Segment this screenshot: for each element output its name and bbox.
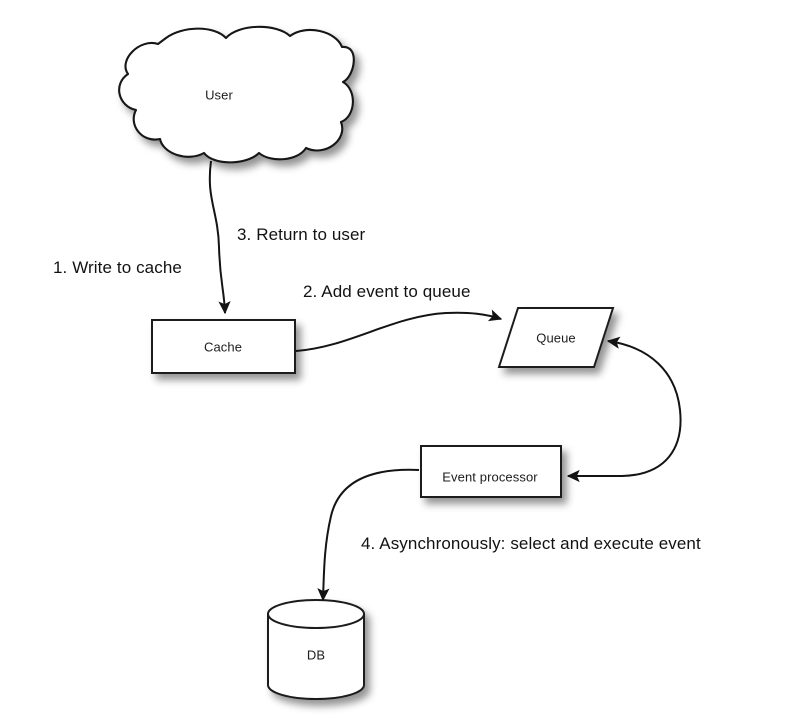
db-cylinder-top bbox=[267, 599, 365, 629]
edge-label-write-to-cache: 1. Write to cache bbox=[53, 258, 182, 277]
edge-cache-to-queue bbox=[295, 309, 503, 352]
event-processor-node-hit-area[interactable] bbox=[421, 446, 561, 497]
cache-box bbox=[151, 319, 296, 374]
cloud-shape bbox=[118, 25, 355, 164]
node-cache[interactable] bbox=[151, 319, 296, 374]
edge-user-to-cache bbox=[208, 160, 231, 315]
user-node-hit-area[interactable] bbox=[118, 30, 360, 162]
cache-node-hit-area[interactable] bbox=[152, 320, 295, 373]
db-node-hit-area[interactable] bbox=[268, 600, 364, 699]
edge-label-add-event-to-queue: 2. Add event to queue bbox=[303, 282, 471, 301]
edge-label-return-to-user: 3. Return to user bbox=[237, 225, 366, 244]
node-db[interactable] bbox=[267, 599, 365, 700]
edge-label-async-select-and-execute: 4. Asynchronously: select and execute ev… bbox=[361, 534, 701, 553]
db-cylinder-body bbox=[267, 613, 365, 700]
queue-node-hit-area[interactable] bbox=[499, 308, 613, 367]
node-event-processor[interactable] bbox=[420, 445, 562, 498]
edge-event-processor-to-db bbox=[317, 468, 420, 602]
event-processor-box bbox=[420, 445, 562, 498]
node-user[interactable] bbox=[118, 25, 355, 164]
edge-queue-event-processor bbox=[566, 336, 682, 483]
